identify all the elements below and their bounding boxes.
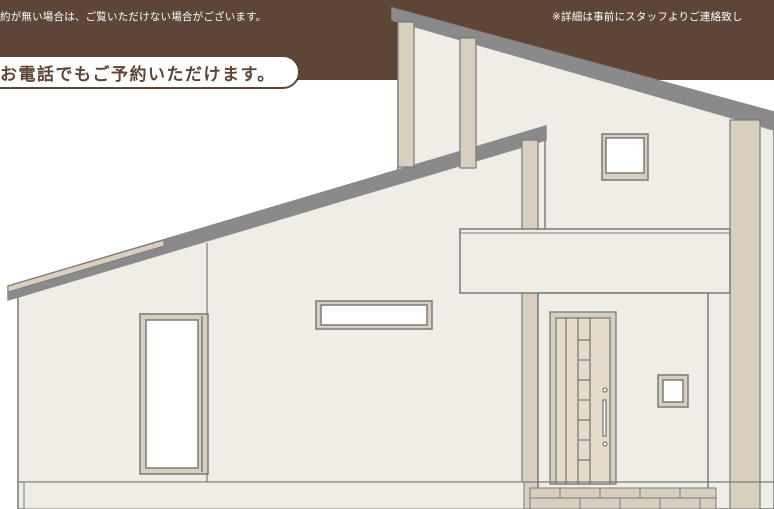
house-pillar-2 (459, 37, 477, 169)
house-foundation (23, 481, 525, 509)
house-tall-window (139, 313, 209, 475)
house-porch-window (657, 374, 689, 408)
house-front-wall (17, 133, 546, 509)
house-slit-window (315, 300, 433, 330)
house-front-door (549, 311, 617, 485)
phone-reservation-pill (0, 55, 300, 89)
house-porch-canopy (459, 228, 731, 294)
notice-text-right: ※詳細は事前にスタッフよりご連絡致し (552, 11, 743, 23)
phone-reservation-text: お電話でもご予約いただけます。 (0, 65, 276, 85)
notice-text-left: 約が無い場合は、ご覧いただけない場合がございます。 (0, 11, 267, 23)
house-pillar-1 (397, 21, 415, 168)
house-pillar-4 (729, 119, 761, 509)
house-entrance-steps (529, 487, 717, 509)
house-rear-roof (391, 7, 774, 131)
house-front-roof-fascia (7, 239, 165, 293)
house-pillar-3 (521, 139, 539, 509)
house-front-roof (7, 124, 547, 302)
house-upper-window (601, 133, 649, 181)
